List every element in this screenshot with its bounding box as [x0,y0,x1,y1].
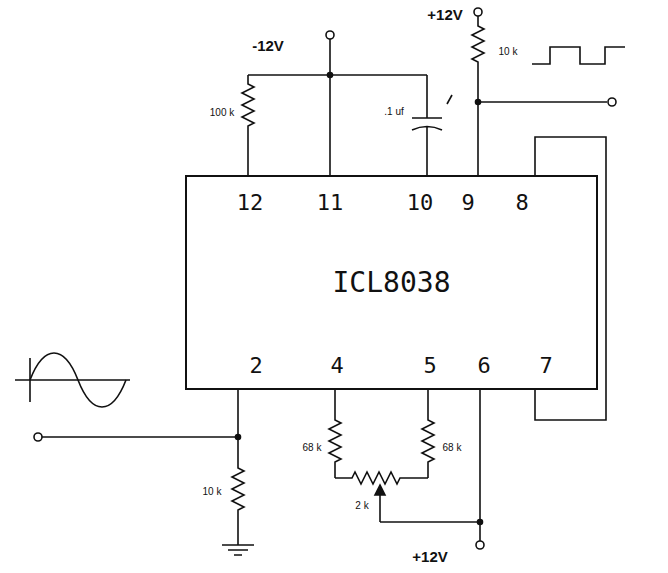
wire [329,39,331,175]
pin-number: 8 [513,191,530,215]
pin-number: 11 [315,191,346,215]
pin-number: 2 [247,354,264,378]
wire [42,390,238,437]
junction-dot [328,73,333,78]
wiper-arrow [375,485,385,495]
supply-label: +12V [410,548,449,565]
resistor-symbol [232,437,244,545]
junction-dot [476,100,481,105]
pin-number: 5 [421,354,438,378]
wire [380,521,480,523]
terminal [608,98,616,106]
pin-number: 9 [459,191,476,215]
resistor-symbol [329,390,341,478]
wire [479,390,481,541]
potentiometer-symbol [335,472,428,484]
capacitor-symbol [412,75,442,175]
component-value: 68 k [301,442,324,454]
component-value: 10 k [201,486,224,498]
wire [478,101,607,103]
terminal [474,8,482,16]
pin-number: 7 [537,354,554,378]
supply-label: +12V [425,6,464,23]
wire [248,74,427,76]
terminal [34,433,42,441]
resistor-symbol [472,16,484,175]
component-value: 100 k [208,107,236,119]
component-value: 10 k [497,46,520,58]
pin-number: 6 [475,354,492,378]
chip-name: ICL8038 [332,266,450,299]
terminal [326,31,334,39]
square-wave [532,47,625,64]
resistor-symbol [242,75,254,175]
sine-wave [30,353,126,407]
wiper [379,492,381,522]
supply-label: -12V [250,37,286,54]
sine-axis [15,358,130,402]
capacitor-mark [447,95,452,104]
pin-number: 10 [405,191,436,215]
component-value: .1 uf [382,106,405,118]
pin-number: 12 [235,191,266,215]
component-value: 68 k [441,442,464,454]
ground-symbol [222,545,254,555]
wire [535,137,606,420]
junction-dot [478,520,483,525]
resistor-symbol [422,390,434,478]
component-value: 2 k [353,500,370,512]
terminal [476,541,484,549]
pin-number: 4 [328,354,345,378]
